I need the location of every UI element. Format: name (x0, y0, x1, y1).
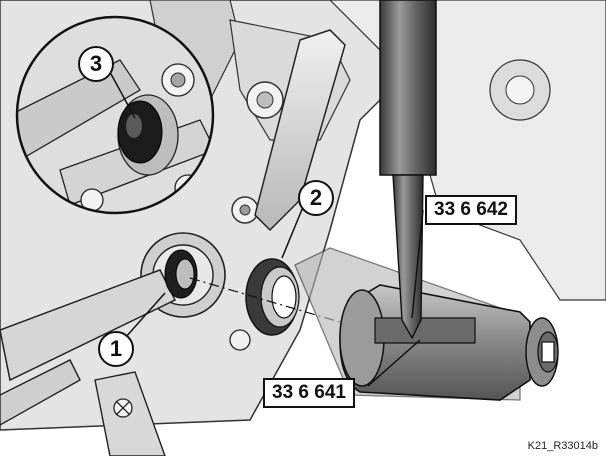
figure-code: K21_R33014b (527, 440, 598, 452)
callout-3: 3 (78, 46, 114, 82)
callout-2: 2 (298, 180, 334, 216)
detail-inset (15, 15, 215, 215)
callout-1: 1 (98, 331, 134, 367)
alignment-axis (189, 277, 351, 326)
tool-label-installer: 33 6 641 (263, 378, 355, 408)
leader-lines (110, 73, 424, 387)
tool-label-drift: 33 6 642 (425, 195, 517, 225)
new-seal-ring (245, 258, 300, 336)
drift-rod (379, 0, 437, 340)
installer-sleeve (294, 247, 559, 401)
shaft-seal (164, 249, 198, 299)
